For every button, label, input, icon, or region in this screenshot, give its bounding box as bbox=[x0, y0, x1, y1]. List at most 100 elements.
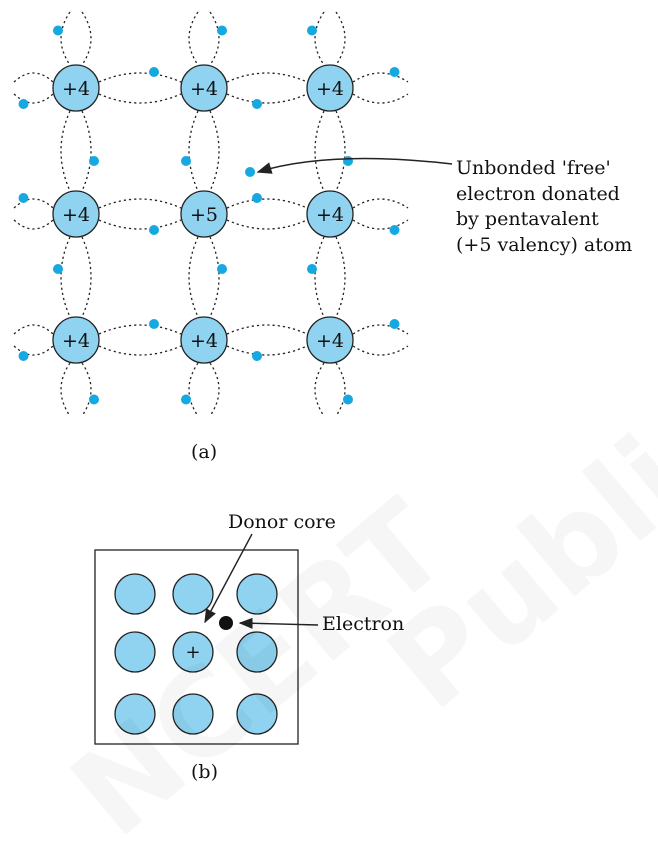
bond-line bbox=[226, 72, 308, 83]
free-electron bbox=[245, 167, 255, 177]
panel-a-caption: (a) bbox=[191, 441, 218, 463]
bonding-electron bbox=[149, 67, 159, 77]
bond-line bbox=[209, 362, 220, 417]
bond-line bbox=[352, 324, 409, 335]
bond-line bbox=[209, 236, 220, 318]
lattice-atoms: +4 +4 +4 +4 +5 +4 +4 +4 +4 bbox=[52, 64, 354, 364]
lattice-atom bbox=[52, 190, 100, 238]
panel-b-atom bbox=[172, 693, 214, 735]
lattice-atom bbox=[306, 316, 354, 364]
panel-b-caption: (b) bbox=[191, 761, 218, 783]
bond-line bbox=[188, 362, 199, 417]
bonding-electron bbox=[181, 156, 191, 166]
bonding-electron bbox=[89, 156, 99, 166]
bond-line bbox=[335, 236, 346, 318]
bonding-electron bbox=[389, 67, 400, 77]
bond-line bbox=[13, 93, 54, 104]
bond-line bbox=[352, 72, 409, 83]
panel-b-atom bbox=[236, 693, 278, 735]
bond-line bbox=[60, 362, 71, 417]
panel-b-atom bbox=[236, 631, 278, 673]
bond-line bbox=[60, 110, 71, 192]
bonding-electron bbox=[217, 25, 227, 36]
bond-line bbox=[314, 110, 325, 192]
bond-lines bbox=[13, 11, 409, 417]
bond-line bbox=[226, 324, 308, 335]
lattice-atom bbox=[306, 190, 354, 238]
bond-line bbox=[81, 362, 92, 417]
diagram-stage: +4 +4 +4 +4 +5 +4 +4 +4 +4 + Unbonded 'free' ele… bbox=[13, 11, 633, 783]
donor-core-arrow bbox=[204, 533, 253, 624]
bond-line bbox=[98, 345, 182, 356]
bonding-electron bbox=[389, 225, 400, 235]
bond-line bbox=[13, 345, 54, 356]
bonding-electron bbox=[18, 193, 29, 203]
bonding-electron bbox=[307, 264, 317, 274]
atom-charge-label: +5 bbox=[190, 204, 218, 226]
bond-line bbox=[13, 72, 54, 83]
bonding-electron bbox=[252, 99, 262, 109]
bond-line bbox=[314, 11, 325, 66]
bond-line bbox=[314, 236, 325, 318]
electron-label: Electron bbox=[322, 613, 405, 635]
bonding-electron bbox=[18, 351, 29, 361]
atom-charge-label: +4 bbox=[62, 330, 90, 352]
bonding-electron bbox=[149, 225, 159, 235]
panel-b-box: + bbox=[94, 549, 299, 745]
atom-charge-label: +4 bbox=[62, 204, 90, 226]
pointer-arrows bbox=[204, 157, 453, 629]
bond-line bbox=[81, 11, 92, 66]
bonding-electron bbox=[18, 99, 29, 109]
bonding-electron bbox=[389, 319, 400, 329]
bond-line bbox=[226, 198, 308, 209]
bonding-electron bbox=[53, 25, 63, 36]
bonding-electrons bbox=[18, 25, 400, 405]
atom-charge-label: +4 bbox=[62, 78, 90, 100]
lattice-atom bbox=[306, 64, 354, 112]
bond-line bbox=[314, 362, 325, 417]
atom-charge-label: +4 bbox=[190, 330, 218, 352]
donor-core-label: Donor core bbox=[228, 511, 336, 533]
bond-line bbox=[188, 236, 199, 318]
bond-line bbox=[226, 345, 308, 356]
atom-charge-label: +4 bbox=[316, 330, 344, 352]
bond-line bbox=[98, 93, 182, 104]
donor-core-symbol: + bbox=[185, 642, 200, 663]
bond-line bbox=[81, 110, 92, 192]
bonding-electron bbox=[181, 394, 191, 405]
lattice-atom bbox=[52, 64, 100, 112]
bond-line bbox=[98, 72, 182, 83]
bond-line bbox=[352, 198, 409, 209]
bond-line bbox=[188, 110, 199, 192]
lattice-atom bbox=[180, 316, 228, 364]
bonding-electron bbox=[343, 394, 353, 405]
bond-line bbox=[352, 219, 409, 230]
bonding-electron bbox=[252, 351, 262, 361]
bond-line bbox=[98, 324, 182, 335]
panel-b-frame bbox=[94, 549, 299, 745]
bond-line bbox=[60, 11, 71, 66]
bond-line bbox=[98, 198, 182, 209]
bond-line bbox=[335, 362, 346, 417]
electron-arrow bbox=[238, 617, 319, 629]
panel-b-atom bbox=[236, 573, 278, 615]
bond-line bbox=[226, 219, 308, 230]
atom-charge-label: +4 bbox=[316, 78, 344, 100]
bond-line bbox=[352, 93, 409, 104]
atom-charge-label: +4 bbox=[316, 204, 344, 226]
panel-b-atom bbox=[172, 573, 214, 615]
bond-line bbox=[98, 219, 182, 230]
panel-b-atom bbox=[114, 573, 156, 615]
bonding-electron bbox=[217, 264, 227, 274]
lattice-atom bbox=[180, 64, 228, 112]
bonding-electron bbox=[89, 394, 99, 405]
free-electron-label: Unbonded 'free' electron donated by pent… bbox=[456, 157, 633, 256]
lattice-diagram: +4 +4 +4 +4 +5 +4 +4 +4 +4 + bbox=[13, 11, 453, 745]
panel-b-atom bbox=[114, 631, 156, 673]
bonding-electron bbox=[53, 264, 63, 274]
bond-line bbox=[226, 93, 308, 104]
lattice-atom bbox=[52, 316, 100, 364]
bonding-electron bbox=[149, 319, 159, 329]
bond-line bbox=[335, 11, 346, 66]
atom-charge-label: +4 bbox=[190, 78, 218, 100]
